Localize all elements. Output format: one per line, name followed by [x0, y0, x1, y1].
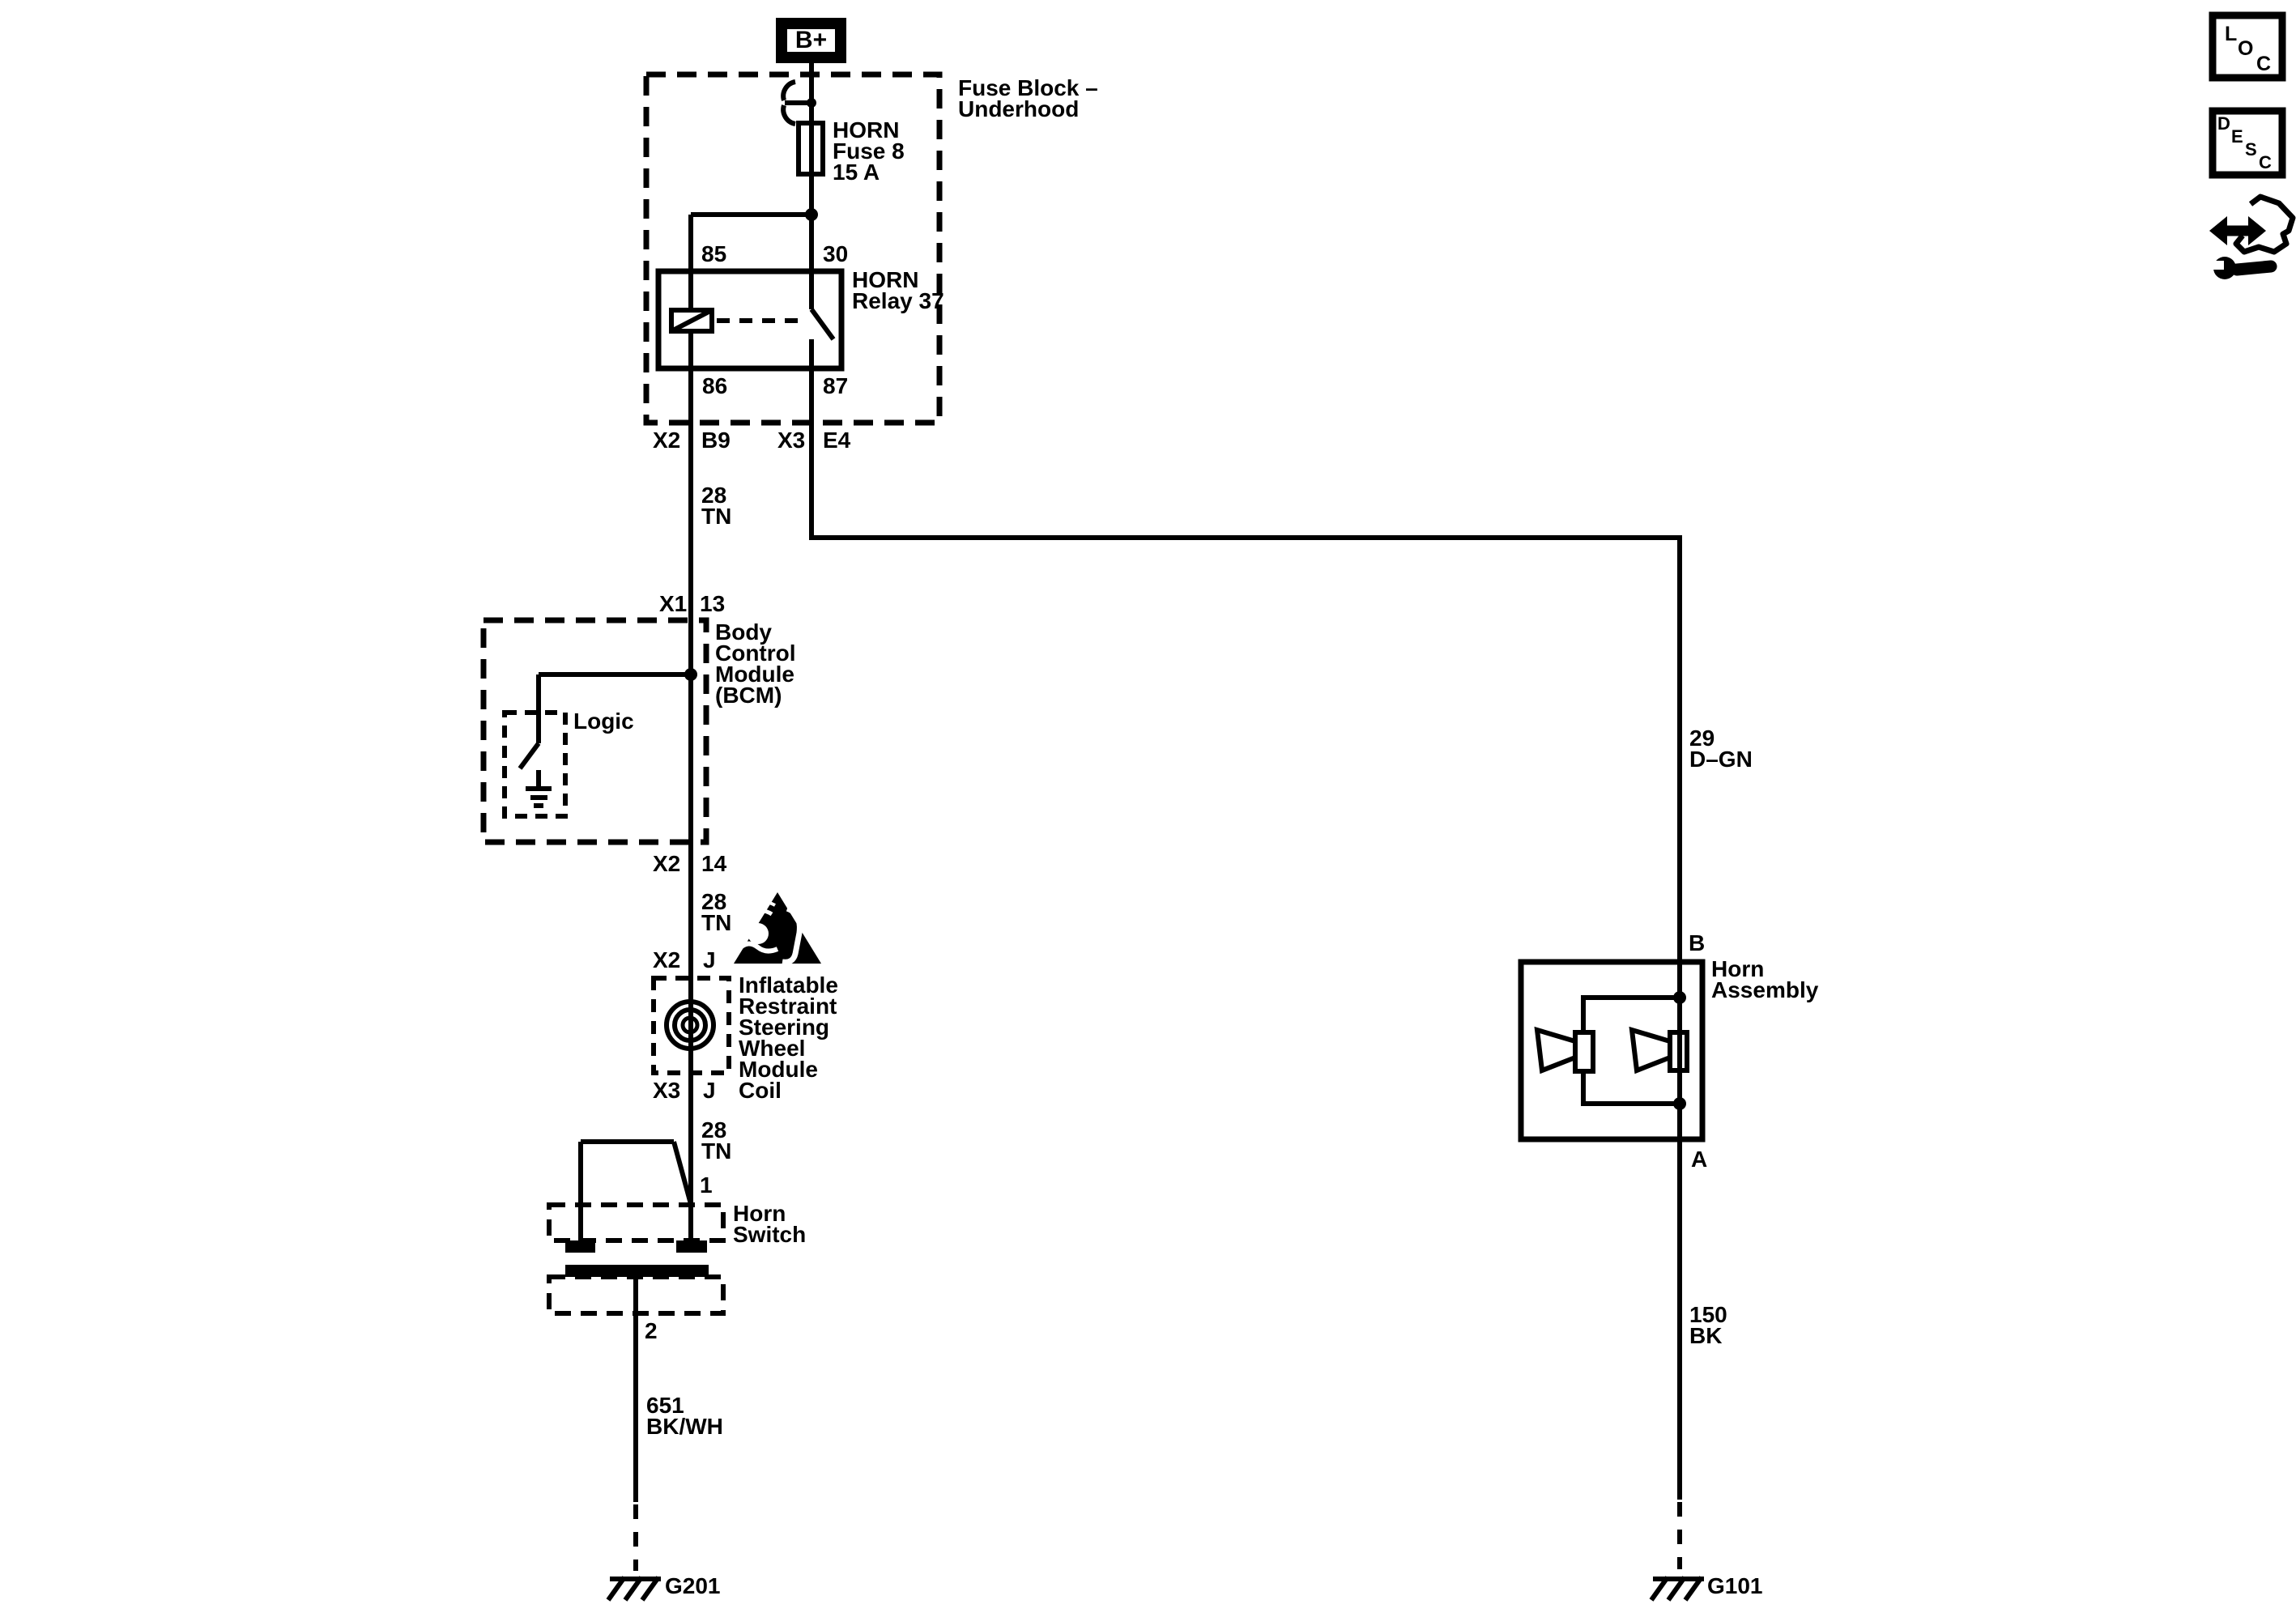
- relay-symbol: [655, 268, 845, 372]
- desc-icon[interactable]: [2209, 107, 2286, 179]
- connector-x2: X2: [653, 428, 681, 453]
- relay-pin-30: 30: [823, 241, 849, 266]
- clockspring-coil-symbol: [651, 976, 731, 1075]
- terminal-clip-icon: [781, 79, 816, 126]
- repair-instructions-icon[interactable]: [2209, 194, 2296, 279]
- connector-x2-b: X2: [653, 851, 681, 876]
- loc-icon-letter: O: [2238, 37, 2254, 60]
- connector-x1: X1: [659, 591, 688, 616]
- coil-module-label: Inflatable Restraint Steering Wheel Modu…: [739, 972, 838, 1103]
- desc-icon-letter: C: [2259, 152, 2272, 172]
- loc-icon-letter: L: [2225, 23, 2238, 45]
- connector-pin-b9: B9: [701, 428, 731, 453]
- fuse-label: HORN Fuse 8 15 A: [833, 117, 905, 185]
- bcm-dashed-box: [480, 617, 709, 845]
- horn-switch-symbol: [547, 1139, 726, 1316]
- loc-icon[interactable]: [2209, 11, 2286, 82]
- connector-pin-e4: E4: [823, 428, 851, 453]
- relay-pin-86: 86: [702, 373, 728, 398]
- connector-x2-c: X2: [653, 947, 681, 972]
- wire-label-651-bkwh: 651 BK/WH: [646, 1393, 723, 1439]
- connector-pin-j2: J: [703, 1078, 716, 1103]
- connector-pin-13: 13: [700, 591, 726, 616]
- horn-switch-pin-2: 2: [645, 1318, 658, 1343]
- horn-assembly-symbol: [1518, 959, 1706, 1143]
- connector-pin-j1: J: [703, 947, 716, 972]
- ground-g201-label: G201: [665, 1573, 721, 1598]
- wire-label-28-tn-c: 28 TN: [701, 1117, 732, 1164]
- battery-feed-label: B+: [794, 27, 828, 53]
- ground-g201-symbol: [606, 1576, 661, 1602]
- bcm-label: Body Control Module (BCM): [715, 619, 796, 708]
- airbag-warning-icon: [734, 892, 821, 965]
- ground-g101-symbol: [1649, 1576, 1704, 1602]
- wire-label-28-tn-b: 28 TN: [701, 889, 732, 935]
- wire-label-28-tn-a: 28 TN: [701, 483, 732, 529]
- loc-icon-letter: C: [2256, 53, 2272, 75]
- connector-pin-14: 14: [701, 851, 727, 876]
- desc-icon-letter: E: [2231, 126, 2243, 147]
- horn-assembly-pin-b: B: [1689, 930, 1706, 955]
- relay-pin-85: 85: [701, 241, 727, 266]
- connector-x3: X3: [777, 428, 806, 453]
- horn-switch-pin-1: 1: [700, 1172, 713, 1198]
- wire-label-29-dgn: 29 D–GN: [1689, 726, 1753, 772]
- desc-icon-letter: D: [2217, 113, 2230, 134]
- desc-icon-letter: S: [2245, 139, 2257, 160]
- wire-relay-switch-branch: [809, 215, 1682, 1569]
- battery-feed-box: [776, 18, 846, 63]
- ground-g101-label: G101: [1707, 1573, 1763, 1598]
- fuse-symbol: [796, 121, 825, 177]
- horn-assembly-pin-a: A: [1691, 1147, 1708, 1172]
- wire-b-plus-feed: [691, 63, 814, 217]
- relay-pin-87: 87: [823, 373, 849, 398]
- junction-dot: [805, 208, 818, 221]
- fuse-block-label: Fuse Block – Underhood: [958, 75, 1098, 121]
- logic-label: Logic: [573, 709, 634, 734]
- relay-label: HORN Relay 37: [852, 267, 944, 313]
- horn-assembly-label: Horn Assembly: [1711, 956, 1819, 1002]
- bcm-logic-driver: [502, 672, 691, 819]
- fuse-block-dashed-box: [643, 71, 943, 426]
- horn-switch-label: Horn Switch: [733, 1201, 807, 1247]
- connector-x3-b: X3: [653, 1078, 681, 1103]
- wire-label-150-bk: 150 BK: [1689, 1302, 1727, 1348]
